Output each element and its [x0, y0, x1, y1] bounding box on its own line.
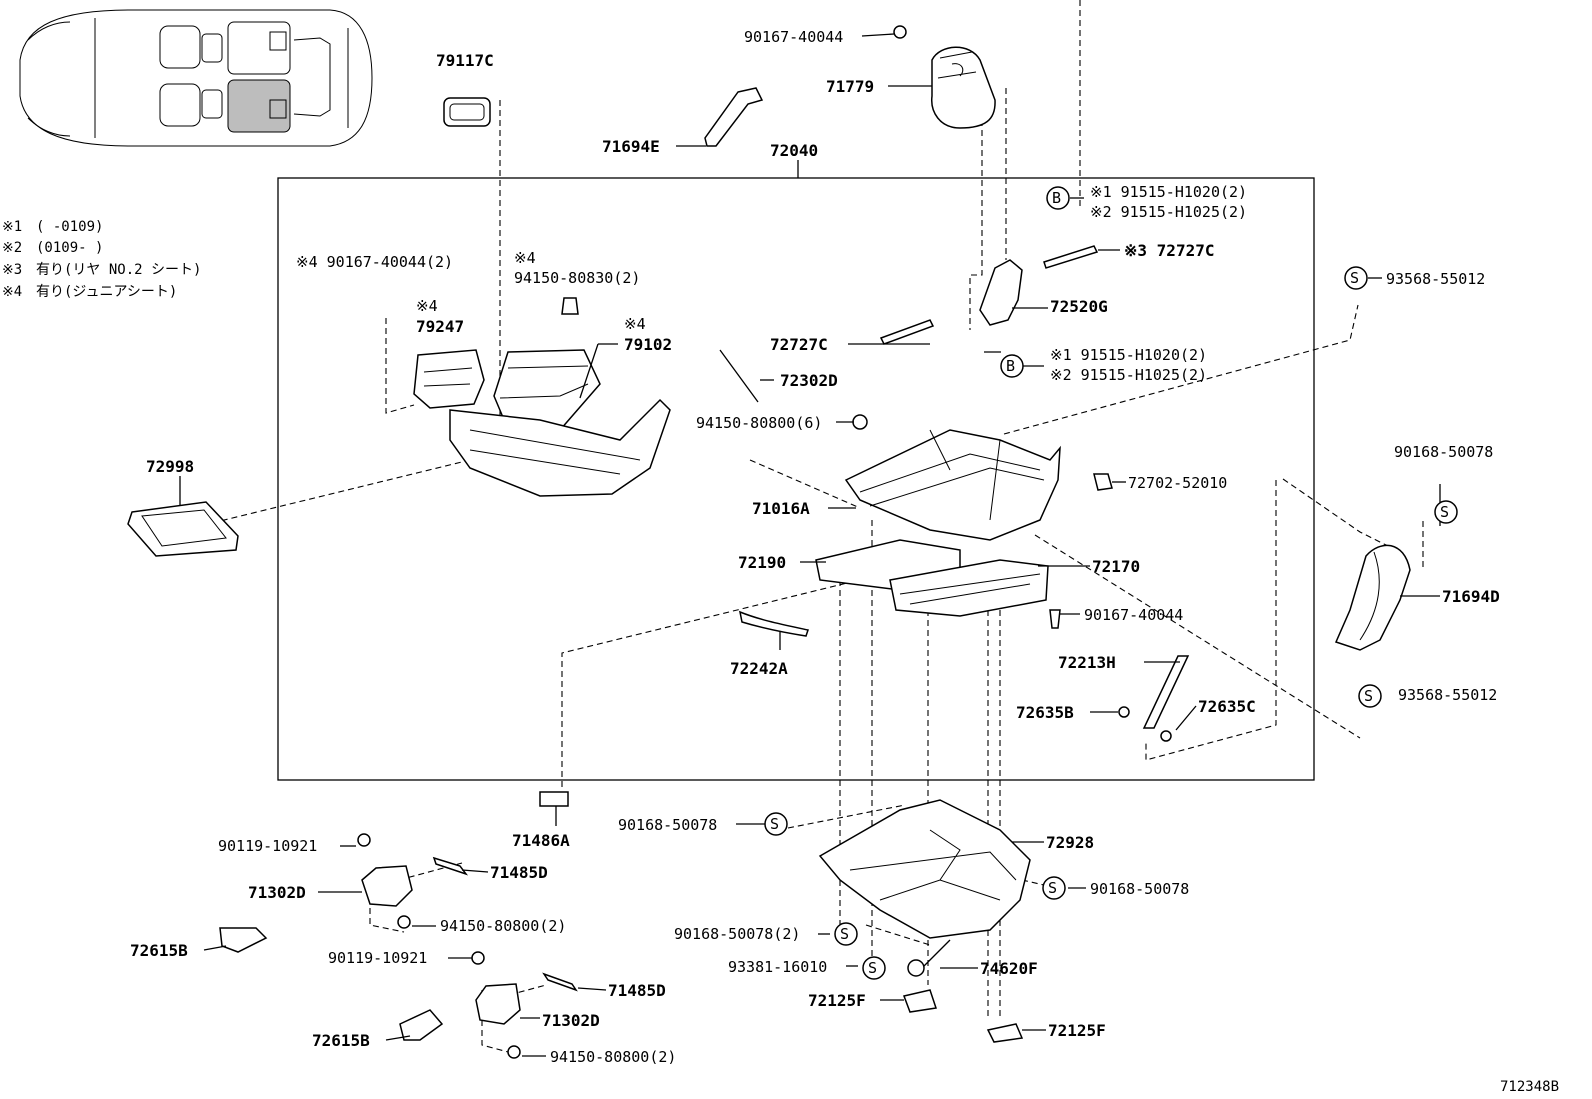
legend-2-text: (0109- ): [36, 240, 103, 256]
screw-marker-1-label: S: [1350, 269, 1359, 287]
label-74620F: 74620F: [980, 959, 1038, 978]
vehicle-location-thumbnail: [19, 9, 373, 147]
screw-marker-7: [862, 956, 886, 980]
legend-3-text: 有り(リヤ NO.2 シート): [36, 262, 201, 278]
label-90168-50078-b: 90168-50078: [1090, 880, 1189, 898]
label-71779: 71779: [826, 77, 874, 96]
label-71694E: 71694E: [602, 137, 660, 156]
label-72170: 72170: [1092, 557, 1140, 576]
callout-markers: B B S S S S S S S: [764, 186, 1458, 980]
label-90167-40044-mid: 90167-40044: [1084, 606, 1183, 624]
bolt-marker-mid: [1000, 354, 1024, 378]
label-71694D: 71694D: [1442, 587, 1500, 606]
screw-marker-7-label: S: [868, 959, 877, 977]
diagram-id: 712348B: [1500, 1079, 1559, 1095]
label-72125F-a: 72125F: [808, 991, 866, 1010]
label-72928: 72928: [1046, 833, 1094, 852]
legend-1-text: ( -0109): [36, 219, 103, 235]
screw-marker-2: [1434, 500, 1458, 524]
screw-marker-5-label: S: [1048, 879, 1057, 897]
label-94150-80830-mark: ※4: [514, 249, 536, 267]
screw-marker-1: [1344, 266, 1368, 290]
label-79102: 79102: [624, 335, 672, 354]
legend-4: ※4: [2, 284, 22, 300]
label-93568-55012-a: 93568-55012: [1386, 270, 1485, 288]
label-72635B: 72635B: [1016, 703, 1074, 722]
label-72727C-b: 72727C: [770, 335, 828, 354]
bolt-marker-mid-label: B: [1006, 357, 1015, 375]
label-72615B-a: 72615B: [130, 941, 188, 960]
label-94150-80800-6: 94150-80800(6): [696, 414, 822, 432]
part-labels: 79117C 90167-40044 71779 71694E 72040 ※1…: [130, 28, 1500, 1066]
label-79247-mark: ※4: [416, 297, 438, 315]
label-90167-40044-top: 90167-40044: [744, 28, 843, 46]
label-71485D-a: 71485D: [490, 863, 548, 882]
label-79117C: 79117C: [436, 51, 494, 70]
screw-marker-2-label: S: [1440, 503, 1449, 521]
label-79102-mark: ※4: [624, 315, 646, 333]
legend-4-text: 有り(ジュニアシート): [36, 284, 177, 300]
bolt-marker-top-label: B: [1052, 189, 1061, 207]
label-94150-80800-a: 94150-80800(2): [440, 917, 566, 935]
label-72125F-b: 72125F: [1048, 1021, 1106, 1040]
label-71302D-b: 71302D: [542, 1011, 600, 1030]
label-90119-10921-b: 90119-10921: [328, 949, 427, 967]
label-b-top-2: ※2 91515-H1025(2): [1090, 203, 1247, 221]
label-b-mid-1: ※1 91515-H1020(2): [1050, 346, 1207, 364]
legend-2: ※2: [2, 240, 22, 256]
screw-marker-5: [1042, 876, 1066, 900]
screw-marker-4: [764, 812, 788, 836]
label-71302D-a: 71302D: [248, 883, 306, 902]
label-72040: 72040: [770, 141, 818, 160]
bolt-marker-top: [1046, 186, 1070, 210]
label-90119-10921-a: 90119-10921: [218, 837, 317, 855]
label-93568-55012-b: 93568-55012: [1398, 686, 1497, 704]
label-72615B-b: 72615B: [312, 1031, 370, 1050]
leader-lines: [179, 33, 1441, 1057]
label-b-top-1: ※1 91515-H1020(2): [1090, 183, 1247, 201]
label-93381-16010: 93381-16010: [728, 958, 827, 976]
label-94150-80800-b: 94150-80800(2): [550, 1048, 676, 1066]
label-72635C: 72635C: [1198, 697, 1256, 716]
label-72242A: 72242A: [730, 659, 788, 678]
label-94150-80830: 94150-80830(2): [514, 269, 640, 287]
label-72302D: 72302D: [780, 371, 838, 390]
label-79247: 79247: [416, 317, 464, 336]
screw-marker-4-label: S: [770, 815, 779, 833]
label-b-mid-2: ※2 91515-H1025(2): [1050, 366, 1207, 384]
legend-1: ※1: [2, 219, 22, 235]
label-71485D-b: 71485D: [608, 981, 666, 1000]
label-72727C-a: ※3 72727C: [1124, 241, 1214, 260]
label-72213H: 72213H: [1058, 653, 1116, 672]
screw-marker-6: [834, 922, 858, 946]
legend-3: ※3: [2, 262, 22, 278]
assembly-frame: [277, 177, 1315, 781]
label-90167-40044-2: ※4 90167-40044(2): [296, 253, 453, 271]
part-drawings: [127, 25, 1411, 1059]
screw-marker-3-label: S: [1364, 687, 1373, 705]
label-71486A: 71486A: [512, 831, 570, 850]
label-72520G: 72520G: [1050, 297, 1108, 316]
label-90168-50078-r: 90168-50078: [1394, 443, 1493, 461]
label-90168-50078-a: 90168-50078: [618, 816, 717, 834]
screw-marker-6-label: S: [840, 925, 849, 943]
label-71016A: 71016A: [752, 499, 810, 518]
screw-marker-3: [1358, 684, 1382, 708]
label-72702-52010: 72702-52010: [1128, 474, 1227, 492]
label-72998: 72998: [146, 457, 194, 476]
label-90168-50078-2: 90168-50078(2): [674, 925, 800, 943]
label-72190: 72190: [738, 553, 786, 572]
footnote-legend: ※1 ( -0109) ※2 (0109- ) ※3 有り(リヤ NO.2 シー…: [2, 219, 201, 300]
